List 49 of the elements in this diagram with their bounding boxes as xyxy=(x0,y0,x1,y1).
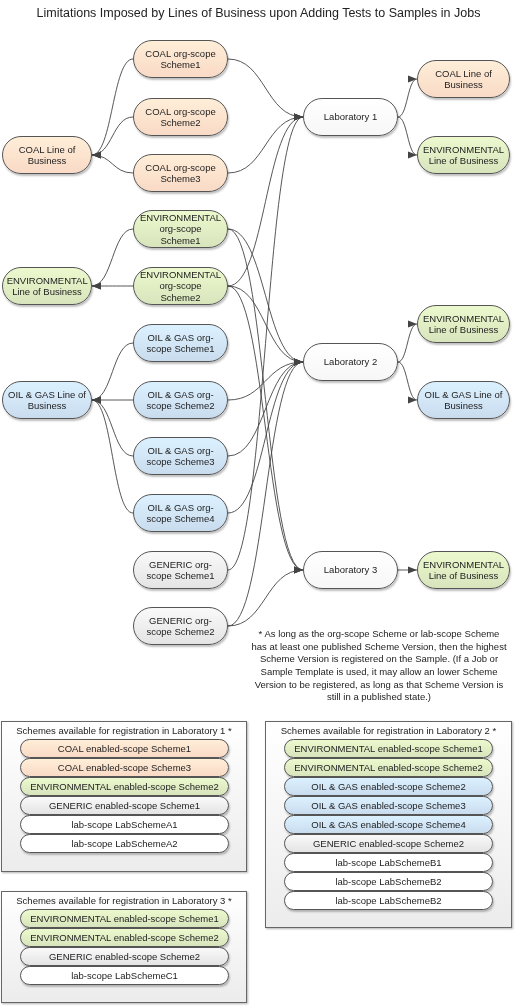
scheme-pill: OIL & GAS org-scope Scheme4 xyxy=(133,494,228,532)
scheme-pill: lab-scope LabSchemeB1 xyxy=(284,853,493,872)
scheme-pill: GENERIC org-scope Scheme1 xyxy=(133,551,228,589)
scheme-pill: ENVIRONMENTAL enabled-scope Scheme2 xyxy=(20,777,229,796)
scheme-pill: COAL org-scope Scheme3 xyxy=(133,154,228,192)
scheme-pill: GENERIC enabled-scope Scheme2 xyxy=(20,947,229,966)
line-of-business-pill: OIL & GAS Line of Business xyxy=(2,381,92,419)
scheme-list-panel xyxy=(1,891,247,1003)
scheme-pill: ENVIRONMENTAL org-scope Scheme1 xyxy=(133,210,228,248)
scheme-pill: GENERIC org-scope Scheme2 xyxy=(133,607,228,645)
scheme-pill: ENVIRONMENTAL enabled-scope Scheme1 xyxy=(20,909,229,928)
line-of-business-pill: ENVIRONMENTAL Line of Business xyxy=(2,267,92,305)
scheme-pill: lab-scope LabSchemeC1 xyxy=(20,966,229,985)
scheme-pill: lab-scope LabSchemeB2 xyxy=(284,891,493,910)
scheme-pill: COAL org-scope Scheme2 xyxy=(133,98,228,136)
laboratory-pill: Laboratory 1 xyxy=(303,98,398,136)
scheme-pill: COAL org-scope Scheme1 xyxy=(133,40,228,78)
scheme-list-panel xyxy=(265,721,512,928)
scheme-pill: COAL enabled-scope Scheme1 xyxy=(20,739,229,758)
scheme-pill: ENVIRONMENTAL enabled-scope Scheme2 xyxy=(20,928,229,947)
scheme-pill: OIL & GAS org-scope Scheme1 xyxy=(133,324,228,362)
laboratory-pill: Laboratory 2 xyxy=(303,343,398,381)
line-of-business-pill: ENVIRONMENTAL Line of Business xyxy=(417,136,510,174)
line-of-business-pill: COAL Line of Business xyxy=(2,136,92,174)
scheme-pill: lab-scope LabSchemeA2 xyxy=(20,834,229,853)
scheme-pill: GENERIC enabled-scope Scheme2 xyxy=(284,834,493,853)
panel-title: Schemes available for registration in Laboratory 1 * xyxy=(15,725,233,737)
scheme-pill: GENERIC enabled-scope Scheme1 xyxy=(20,796,229,815)
scheme-pill: OIL & GAS enabled-scope Scheme4 xyxy=(284,815,493,834)
line-of-business-pill: OIL & GAS Line of Business xyxy=(417,381,510,419)
scheme-pill: lab-scope LabSchemeB2 xyxy=(284,872,493,891)
line-of-business-pill: ENVIRONMENTAL Line of Business xyxy=(417,551,510,589)
scheme-pill: OIL & GAS org-scope Scheme3 xyxy=(133,437,228,475)
diagram-title: Limitations Imposed by Lines of Business upon Adding Tests to Samples in Jobs xyxy=(35,6,482,20)
scheme-pill: OIL & GAS enabled-scope Scheme3 xyxy=(284,796,493,815)
scheme-pill: ENVIRONMENTAL enabled-scope Scheme2 xyxy=(284,758,493,777)
scheme-pill: OIL & GAS org-scope Scheme2 xyxy=(133,381,228,419)
scheme-pill: COAL enabled-scope Scheme3 xyxy=(20,758,229,777)
scheme-pill: OIL & GAS enabled-scope Scheme2 xyxy=(284,777,493,796)
scheme-list-panel xyxy=(1,721,247,872)
panel-title: Schemes available for registration in Laboratory 3 * xyxy=(15,895,233,907)
footnote: * As long as the org-scope Scheme or lab-scope Scheme has at least one published Scheme Version, then the highest Scheme Version is registered on the Sample. (If a Job or Sample Template is used, it may allow an lower Scheme Version to be registered, as long as that Scheme Version is still in a published state.) xyxy=(250,628,508,704)
scheme-pill: lab-scope LabSchemeA1 xyxy=(20,815,229,834)
line-of-business-pill: ENVIRONMENTAL Line of Business xyxy=(417,305,510,343)
scheme-pill: ENVIRONMENTAL enabled-scope Scheme1 xyxy=(284,739,493,758)
line-of-business-pill: COAL Line of Business xyxy=(417,60,510,98)
laboratory-pill: Laboratory 3 xyxy=(303,551,398,589)
scheme-pill: ENVIRONMENTAL org-scope Scheme2 xyxy=(133,267,228,305)
panel-title: Schemes available for registration in Laboratory 2 * xyxy=(279,725,498,737)
